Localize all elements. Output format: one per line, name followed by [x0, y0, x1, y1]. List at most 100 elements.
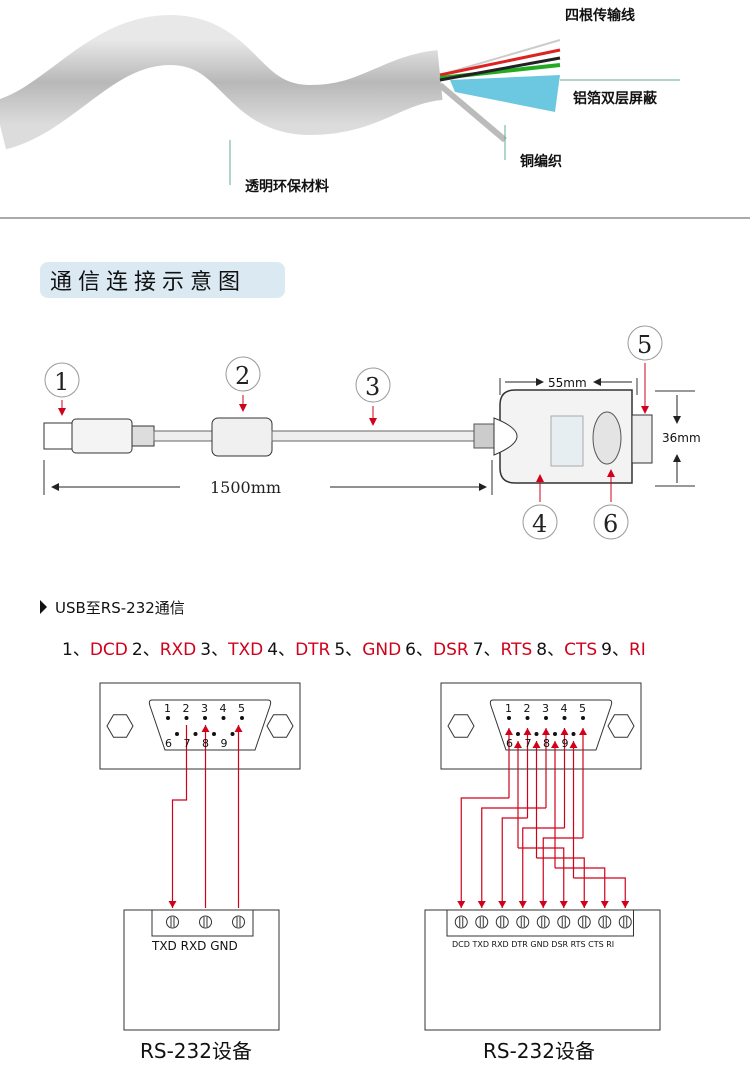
pin-number: 1	[164, 702, 171, 715]
arrow-icon	[514, 741, 522, 748]
pin-dot	[203, 716, 207, 720]
pin-dot	[562, 716, 567, 720]
label-jacket: 透明环保材料	[245, 178, 329, 195]
arrow-icon	[600, 901, 609, 908]
wire-rts	[536, 857, 585, 908]
pin-number: 9	[221, 737, 228, 750]
hex-screw-icon	[607, 714, 635, 738]
arrow-icon	[532, 741, 541, 748]
pin-dot	[230, 732, 235, 736]
pin-number: 2	[183, 702, 190, 715]
arrow-icon	[539, 901, 548, 908]
pin-dot	[175, 732, 179, 736]
terminal-screw-icon	[232, 915, 245, 929]
arrow-icon	[168, 901, 177, 908]
right-terminal-labels: DCD TXD RXD DTR GND DSR RTS CTS RI	[452, 940, 614, 949]
terminal-screw-icon	[495, 915, 509, 929]
device-caption-right: RS-232设备	[483, 1039, 595, 1063]
callout-4: 4	[532, 510, 547, 538]
arrow-icon	[523, 728, 532, 735]
arrow-icon	[457, 901, 466, 908]
pin-number: 3	[542, 702, 549, 715]
arrow-icon	[559, 901, 568, 908]
callout-3: 3	[365, 373, 380, 401]
terminal-screw-icon	[618, 915, 632, 929]
arrow-icon	[579, 728, 587, 735]
pin-number: 3	[201, 702, 208, 715]
pin-number: 9	[562, 737, 569, 750]
pin-number: 5	[238, 702, 245, 715]
terminal-screw-icon	[557, 915, 571, 929]
cable-illustration	[0, 14, 561, 185]
arrow-icon	[560, 728, 569, 735]
pin-dot	[184, 716, 189, 720]
left-terminal-labels: TXD RXD GND	[151, 939, 238, 953]
height-label: 36mm	[662, 431, 701, 445]
pin-dot	[516, 732, 520, 736]
arrow-icon	[542, 728, 550, 735]
pin-number: 8	[543, 737, 550, 750]
pin-number: 8	[202, 737, 209, 750]
terminal-screw-icon	[516, 915, 530, 929]
arrow-icon	[569, 741, 578, 748]
cable-dimension-diagram	[43, 378, 695, 495]
hex-screw-icon	[266, 714, 294, 738]
callout-5: 5	[637, 331, 652, 359]
label-four-core: 四根传输线	[565, 7, 635, 24]
arrow-icon	[234, 725, 243, 732]
wire-cts	[555, 867, 606, 908]
wire-gnd	[542, 837, 583, 908]
arrow-icon	[498, 901, 507, 908]
bullet-icon	[40, 600, 47, 614]
pin-dot	[534, 732, 539, 736]
pin-number: 4	[220, 702, 227, 715]
terminal-screw-icon	[199, 915, 212, 929]
terminal-screw-icon	[166, 915, 179, 929]
pin-number: 2	[524, 702, 531, 715]
pin-number: 6	[506, 737, 513, 750]
pin-dot	[507, 716, 511, 720]
arrow-icon	[518, 901, 527, 908]
terminal-screw-icon	[598, 915, 612, 929]
device-caption-left: RS-232设备	[140, 1039, 252, 1063]
pin-number: 6	[165, 737, 172, 750]
pin-number: 4	[561, 702, 568, 715]
pin-dot	[166, 716, 170, 720]
db9-connector-right-shell	[489, 699, 613, 751]
label-copper-braid: 铜编织	[520, 153, 562, 170]
callouts: 1 2 3 4 5 6	[44, 325, 663, 540]
wire-dcd	[460, 797, 509, 908]
pin-dot	[581, 716, 585, 720]
arrow-icon	[477, 901, 486, 908]
pin-dot	[221, 716, 226, 720]
hex-screw-icon	[447, 714, 475, 738]
callout-6: 6	[603, 510, 618, 538]
subsection-title: USB至RS-232通信	[55, 599, 185, 617]
pin-number: 5	[579, 702, 586, 715]
width-label: 55mm	[548, 376, 587, 390]
pin-number: 7	[184, 737, 191, 750]
db9-connector-left-shell	[148, 699, 272, 751]
pin-dot	[544, 716, 548, 720]
pin-dot	[571, 732, 576, 736]
callout-2: 2	[235, 362, 250, 390]
arrow-icon	[201, 725, 210, 732]
callout-1: 1	[54, 368, 69, 396]
pin-number: 1	[505, 702, 512, 715]
terminal-screw-icon	[475, 915, 489, 929]
wire-txd	[171, 725, 188, 908]
pin-dot	[212, 732, 216, 736]
pin-dot	[240, 716, 244, 720]
arrow-icon	[551, 741, 559, 748]
arrow-icon	[580, 901, 589, 908]
terminal-screw-icon	[577, 915, 591, 929]
pin-dot	[193, 732, 198, 736]
wire-dsr	[518, 847, 565, 908]
section-title-bg	[40, 262, 285, 298]
pin-dot	[553, 732, 557, 736]
pin-dot	[525, 716, 530, 720]
hex-screw-icon	[106, 714, 134, 738]
